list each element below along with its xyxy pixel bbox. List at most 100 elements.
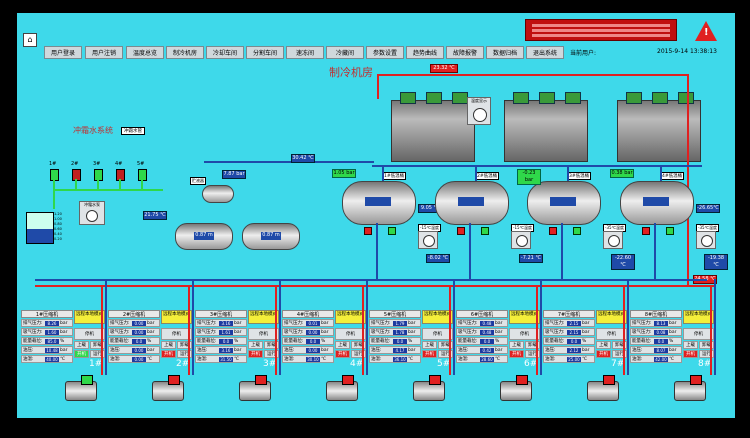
- mode-toggle[interactable]: 远程本地模式: [74, 310, 105, 324]
- stop-button[interactable]: 停机: [74, 328, 105, 340]
- load-down-button[interactable]: 卸载: [264, 341, 279, 349]
- compressor-value-oil: 2.12: [567, 348, 581, 353]
- mode-toggle[interactable]: 远程本地模式: [422, 310, 453, 324]
- menu-button-3[interactable]: 制冷机房: [166, 46, 204, 59]
- mode-toggle[interactable]: 远程本地模式: [683, 310, 714, 324]
- load-up-button[interactable]: 上载: [683, 341, 698, 349]
- separator-valve[interactable]: [481, 227, 489, 235]
- compressor-row-load: 能量载位:0.0%: [369, 337, 421, 345]
- menu-button-5[interactable]: 分割车间: [246, 46, 284, 59]
- compressor-value-p2: 0.08: [654, 330, 668, 335]
- compressor-value-load: 0.0: [393, 339, 407, 344]
- compressor-value-oil: 0.42: [480, 348, 494, 353]
- stop-button[interactable]: 停机: [161, 328, 192, 340]
- condenser-2: [504, 92, 588, 162]
- load-down-button[interactable]: 卸载: [90, 341, 105, 349]
- load-down-button[interactable]: 卸载: [699, 341, 714, 349]
- load-up-button[interactable]: 上载: [335, 341, 350, 349]
- menu-button-8[interactable]: 参数设置: [366, 46, 404, 59]
- stop-button[interactable]: 停机: [596, 328, 627, 340]
- start-button[interactable]: 开机: [596, 350, 611, 358]
- compressor-row-load: 能量载位:0.0%: [282, 337, 334, 345]
- compressor-row-temp: 油温:40.00℃: [21, 355, 73, 363]
- stop-button[interactable]: 停机: [683, 328, 714, 340]
- stop-button[interactable]: 停机: [509, 328, 540, 340]
- load-up-button[interactable]: 上载: [161, 341, 176, 349]
- menu-button-12[interactable]: 退出系统: [526, 46, 564, 59]
- compressor-row-temp: 油温:0.00℃: [108, 355, 160, 363]
- load-up-button[interactable]: 上载: [248, 341, 263, 349]
- separator-valve[interactable]: [364, 227, 372, 235]
- stop-button[interactable]: 停机: [248, 328, 279, 340]
- menu-button-6[interactable]: 速冻间: [286, 46, 324, 59]
- separator-valve[interactable]: [666, 227, 674, 235]
- flush-valve-label: 1#: [49, 161, 57, 167]
- start-button[interactable]: 开机: [335, 350, 350, 358]
- separator-bottom-temp: -8.02 ℃: [426, 254, 450, 263]
- load-down-button[interactable]: 卸载: [612, 341, 627, 349]
- compressor-row-temp: 油温:25.00℃: [543, 355, 595, 363]
- mode-toggle[interactable]: 远程本地模式: [509, 310, 540, 324]
- compressor-value-p1: 0.01: [306, 321, 320, 326]
- flush-pump[interactable]: 冲霜水泵: [79, 201, 105, 225]
- start-button[interactable]: 开机: [422, 350, 437, 358]
- load-up-button[interactable]: 上载: [74, 341, 89, 349]
- start-button[interactable]: 开机: [248, 350, 263, 358]
- compressor-value-load: 0.0: [306, 339, 320, 344]
- menu-button-9[interactable]: 趋势曲线: [406, 46, 444, 59]
- load-up-button[interactable]: 上载: [509, 341, 524, 349]
- menu-button-10[interactable]: 故障报警: [446, 46, 484, 59]
- compressor-value-load: 85.0: [45, 339, 59, 344]
- compressor-name: 7#压缩机: [543, 310, 595, 318]
- stop-button[interactable]: 停机: [422, 328, 453, 340]
- menu-button-7[interactable]: 冷藏间: [326, 46, 364, 59]
- menu-button-11[interactable]: 数据归档: [486, 46, 524, 59]
- stop-button[interactable]: 停机: [335, 328, 366, 340]
- load-up-button[interactable]: 上载: [422, 341, 437, 349]
- mode-toggle[interactable]: 远程本地模式: [335, 310, 366, 324]
- condenser-control[interactable]: 温度显示: [467, 97, 491, 125]
- compressor-motor-3: [235, 371, 279, 405]
- menu-button-2[interactable]: 温度总览: [126, 46, 164, 59]
- flush-system-title: 冲霜水系统: [73, 126, 113, 135]
- start-button[interactable]: 开机: [74, 350, 89, 358]
- compressor-row-load: 能量载位:85.0%: [21, 337, 73, 345]
- load-down-button[interactable]: 卸载: [525, 341, 540, 349]
- menu-button-0[interactable]: 用户登录: [44, 46, 82, 59]
- separator-control[interactable]: [603, 231, 623, 249]
- separator-control[interactable]: [418, 231, 438, 249]
- separator-valve[interactable]: [642, 227, 650, 235]
- load-down-button[interactable]: 卸载: [438, 341, 453, 349]
- separator-valve[interactable]: [549, 227, 557, 235]
- load-up-button[interactable]: 上载: [596, 341, 611, 349]
- mode-toggle[interactable]: 远程本地模式: [161, 310, 192, 324]
- separator-control[interactable]: [696, 231, 716, 249]
- separator-valve[interactable]: [457, 227, 465, 235]
- separator-valve[interactable]: [388, 227, 396, 235]
- mode-toggle[interactable]: 远程本地模式: [248, 310, 279, 324]
- compressor-row-temp: 油温:31.50℃: [195, 355, 247, 363]
- load-down-button[interactable]: 卸载: [351, 341, 366, 349]
- load-down-button[interactable]: 卸载: [177, 341, 192, 349]
- compressor-row-load: 能量载位:0.0%: [543, 337, 595, 345]
- mode-toggle[interactable]: 远程本地模式: [596, 310, 627, 324]
- compressor-row-temp: 油温:36.10℃: [369, 355, 421, 363]
- separator-valve[interactable]: [573, 227, 581, 235]
- compressor-name: 2#压缩机: [108, 310, 160, 318]
- home-icon[interactable]: ⌂: [23, 33, 37, 47]
- warning-icon[interactable]: [695, 21, 717, 41]
- start-button[interactable]: 开机: [509, 350, 524, 358]
- start-button[interactable]: 开机: [161, 350, 176, 358]
- start-button[interactable]: 开机: [683, 350, 698, 358]
- menu-button-4[interactable]: 冷却车间: [206, 46, 244, 59]
- menu-button-1[interactable]: 用户注销: [85, 46, 123, 59]
- separator-control[interactable]: [511, 231, 531, 249]
- receiver-label: 贮液器: [190, 177, 206, 185]
